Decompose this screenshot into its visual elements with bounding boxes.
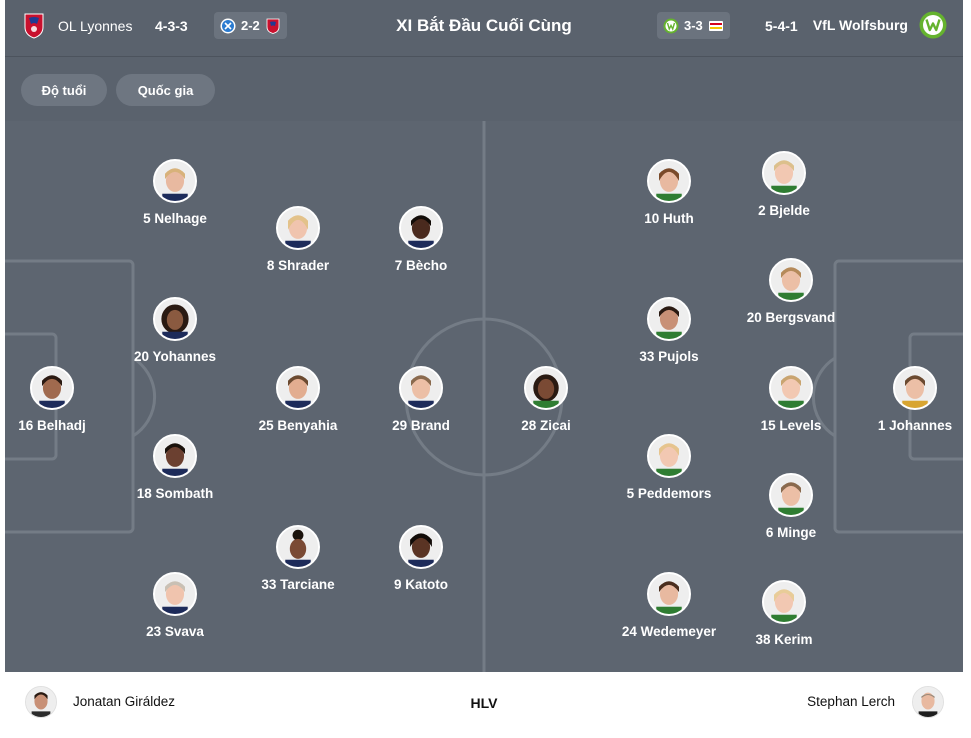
player-home-benyahia[interactable]: 25 Benyahia <box>228 366 368 433</box>
player-name: 2 Bjelde <box>758 203 810 218</box>
ol-lyonnes-crest-icon <box>266 18 280 34</box>
player-away-zicai[interactable]: 28 Zicai <box>476 366 616 433</box>
player-avatar <box>893 366 937 410</box>
player-avatar <box>762 580 806 624</box>
away-last-score: 3-3 <box>684 18 703 33</box>
player-avatar <box>762 151 806 195</box>
player-home-brand[interactable]: 29 Brand <box>351 366 491 433</box>
player-home-shrader[interactable]: 8 Shrader <box>228 206 368 273</box>
player-name: 7 Bècho <box>394 258 448 273</box>
wolfsburg-crest-icon <box>919 11 947 39</box>
player-avatar <box>153 572 197 616</box>
union-berlin-crest-icon <box>708 20 723 31</box>
player-name: 25 Benyahia <box>258 418 338 433</box>
player-avatar <box>647 572 691 616</box>
player-avatar <box>399 206 443 250</box>
player-name: 9 Katoto <box>394 577 448 592</box>
away-coach-name[interactable]: Stephan Lerch <box>807 694 895 709</box>
player-avatar <box>153 434 197 478</box>
player-home-becho[interactable]: 7 Bècho <box>351 206 491 273</box>
player-avatar <box>30 366 74 410</box>
away-team[interactable]: VfL Wolfsburg <box>813 11 947 39</box>
player-avatar <box>769 473 813 517</box>
away-team-name: VfL Wolfsburg <box>812 17 908 33</box>
ol-lyonnes-crest-icon <box>24 13 44 39</box>
player-avatar <box>524 366 568 410</box>
player-name: 28 Zicai <box>521 418 571 433</box>
player-away-bjelde[interactable]: 2 Bjelde <box>714 151 854 218</box>
player-avatar <box>276 366 320 410</box>
player-name: 23 Svava <box>146 624 204 639</box>
player-avatar <box>153 159 197 203</box>
player-avatar <box>769 258 813 302</box>
player-away-huth[interactable]: 10 Huth <box>599 159 739 226</box>
player-avatar <box>153 297 197 341</box>
player-name: 16 Belhadj <box>18 418 86 433</box>
away-last-result[interactable]: 3-3 <box>657 12 730 39</box>
player-away-wedemeyer[interactable]: 24 Wedemeyer <box>599 572 739 639</box>
player-away-pujols[interactable]: 33 Pujols <box>599 297 739 364</box>
player-avatar <box>769 366 813 410</box>
nationality-filter-button[interactable]: Quốc gia <box>116 74 215 106</box>
pitch: 16 Belhadj 5 Nelhage 20 Yohannes 18 Somb… <box>5 121 963 672</box>
player-avatar <box>399 525 443 569</box>
coach-label: HLV <box>470 695 498 711</box>
away-coach-avatar[interactable] <box>912 686 944 718</box>
player-name: 33 Tarciane <box>261 577 335 592</box>
lineup-header: OL Lyonnes 4-3-3 2-2 XI Bắt Đầu Cuối Cùn… <box>5 0 963 57</box>
player-name: 20 Bergsvand <box>746 310 836 325</box>
player-name: 29 Brand <box>392 418 450 433</box>
home-formation: 4-3-3 <box>155 18 188 34</box>
player-away-bergsvand[interactable]: 20 Bergsvand <box>721 258 861 325</box>
player-name: 5 Nelhage <box>143 211 207 226</box>
player-name: 18 Sombath <box>136 486 214 501</box>
player-avatar <box>276 525 320 569</box>
player-name: 8 Shrader <box>266 258 330 273</box>
player-avatar <box>399 366 443 410</box>
player-name: 24 Wedemeyer <box>621 624 717 639</box>
player-name: 1 Johannes <box>877 418 953 433</box>
home-team[interactable]: OL Lyonnes <box>23 12 132 39</box>
player-away-minge[interactable]: 6 Minge <box>721 473 861 540</box>
player-name: 20 Yohannes <box>133 349 217 364</box>
strasbourg-crest-icon <box>220 18 236 33</box>
player-home-belhadj[interactable]: 16 Belhadj <box>5 366 122 433</box>
player-away-peddemors[interactable]: 5 Peddemors <box>599 434 739 501</box>
player-name: 6 Minge <box>765 525 817 540</box>
player-name: 10 Huth <box>644 211 694 226</box>
home-team-name: OL Lyonnes <box>58 17 133 34</box>
lineup-filters: Độ tuổi Quốc gia <box>5 57 963 121</box>
wolfsburg-crest-icon <box>663 18 679 33</box>
player-home-tarciane[interactable]: 33 Tarciane <box>228 525 368 592</box>
player-home-sombath[interactable]: 18 Sombath <box>105 434 245 501</box>
home-coach-name[interactable]: Jonatan Giráldez <box>73 694 176 709</box>
home-coach-avatar[interactable] <box>25 686 57 718</box>
player-name: 38 Kerim <box>755 632 813 647</box>
player-name: 15 Levels <box>760 418 822 433</box>
player-home-katoto[interactable]: 9 Katoto <box>351 525 491 592</box>
player-home-svava[interactable]: 23 Svava <box>105 572 245 639</box>
player-avatar <box>647 297 691 341</box>
player-avatar <box>647 159 691 203</box>
player-home-nelhage[interactable]: 5 Nelhage <box>105 159 245 226</box>
player-name: 5 Peddemors <box>626 486 712 501</box>
player-avatar <box>647 434 691 478</box>
player-name: 33 Pujols <box>639 349 699 364</box>
age-filter-button[interactable]: Độ tuổi <box>21 74 107 106</box>
away-formation: 5-4-1 <box>765 18 798 34</box>
player-home-yohannes[interactable]: 20 Yohannes <box>105 297 245 364</box>
player-away-kerim[interactable]: 38 Kerim <box>714 580 854 647</box>
home-last-score: 2-2 <box>241 18 260 33</box>
home-last-result[interactable]: 2-2 <box>214 12 287 39</box>
player-avatar <box>276 206 320 250</box>
player-away-levels[interactable]: 15 Levels <box>721 366 861 433</box>
coaches-row: Jonatan Giráldez HLV Stephan Lerch <box>5 672 963 738</box>
player-away-johannes[interactable]: 1 Johannes <box>845 366 963 433</box>
